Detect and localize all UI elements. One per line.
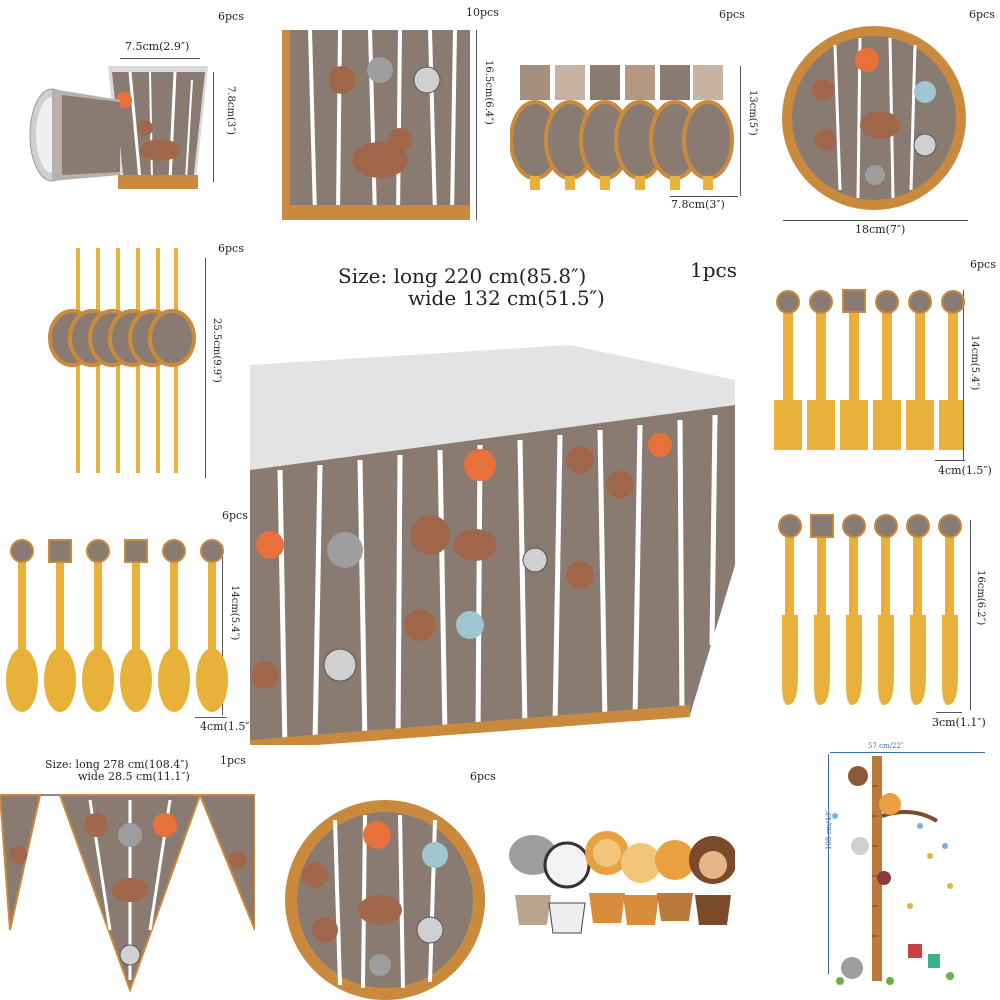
cups-image xyxy=(29,66,208,189)
spoons-count: 6pcs xyxy=(222,509,248,522)
growth-chart-image xyxy=(832,756,954,985)
blowouts-width: 7.8cm(3″) xyxy=(671,198,725,211)
plate-large-count: 6pcs xyxy=(969,8,995,21)
spoons-length: 14cm(5.4″) xyxy=(229,585,240,641)
tablecloth-panel: Size: long 220 cm(85.8″) wide 132 cm(51.… xyxy=(250,250,750,750)
cups-panel: 6pcs 7.5cm(2.9″) 7.8cm(3″) xyxy=(0,0,250,230)
spoons-image xyxy=(6,539,228,712)
banner-size-wide: wide 28.5 cm(11.1″) xyxy=(78,770,190,783)
cupcake-toppers-image xyxy=(509,831,735,934)
napkins-image xyxy=(282,29,470,220)
napkins-panel: 10pcs 16.5cm(6.4″) xyxy=(270,0,510,230)
forks-image xyxy=(774,289,965,450)
forks-count: 6pcs xyxy=(970,258,996,271)
tablecloth-count: 1pcs xyxy=(690,258,737,282)
plate-large-image xyxy=(782,26,966,210)
banner-size-long: Size: long 278 cm(108.4″) xyxy=(45,758,189,771)
straws-length: 25.5cm(9.9″) xyxy=(211,318,222,383)
banner-panel: Size: long 278 cm(108.4″) wide 28.5 cm(1… xyxy=(0,750,255,1000)
forks-panel: 6pcs 14cm(5.4″) 4cm(1.5″) xyxy=(760,250,1000,480)
cupcake-toppers-panel xyxy=(505,825,735,945)
tablecloth-image xyxy=(250,345,735,745)
tablecloth-size-wide: wide 132 cm(51.5″) xyxy=(408,286,605,310)
banner-image xyxy=(0,794,255,993)
cups-count: 6pcs xyxy=(218,10,244,23)
plate-small-count: 6pcs xyxy=(470,770,496,783)
knives-panel: 16cm(6.2″) 16cm(6.2″) 3cm(1.1″) xyxy=(760,500,1000,745)
plate-small-image xyxy=(285,800,485,1000)
knives-length-label: 16cm(6.2″) xyxy=(975,570,986,626)
knives-image xyxy=(778,514,962,705)
straws-count: 6pcs xyxy=(218,242,244,255)
cups-width: 7.5cm(2.9″) xyxy=(125,40,190,53)
knives-width: 3cm(1.1″) xyxy=(932,716,986,729)
tablecloth-size-long: Size: long 220 cm(85.8″) xyxy=(338,264,587,288)
forks-length: 14cm(5.4″) xyxy=(969,335,980,391)
blowouts-count: 6pcs xyxy=(719,8,745,21)
napkins-count: 10pcs xyxy=(466,6,499,19)
straws-image xyxy=(48,248,196,473)
plate-large-diameter: 18cm(7″) xyxy=(855,223,906,236)
banner-count: 1pcs xyxy=(220,754,246,767)
spoons-width: 4cm(1.5″) xyxy=(200,720,250,733)
growth-chart-panel: 57 cm/22″ 108 cm/43″ xyxy=(800,740,1000,1000)
forks-width: 4cm(1.5″) xyxy=(938,464,992,477)
growth-chart-width: 57 cm/22″ xyxy=(868,742,904,750)
straws-panel: 6pcs 25.5cm(9.9″) xyxy=(0,238,250,488)
plate-large-panel: 6pcs 18cm(7″) xyxy=(775,0,1000,240)
napkins-size: 16.5cm(6.4″) xyxy=(483,60,494,125)
blowouts-height: 13cm(5″) xyxy=(747,90,758,136)
blowouts-image xyxy=(510,65,734,190)
plate-small-panel: 6pcs xyxy=(265,760,505,1000)
blowouts-panel: 6pcs 13cm(5″) 7.8cm(3″) xyxy=(510,0,770,230)
spoons-panel: 6pcs 14cm(5.4″) 4cm(1.5″) xyxy=(0,505,250,745)
